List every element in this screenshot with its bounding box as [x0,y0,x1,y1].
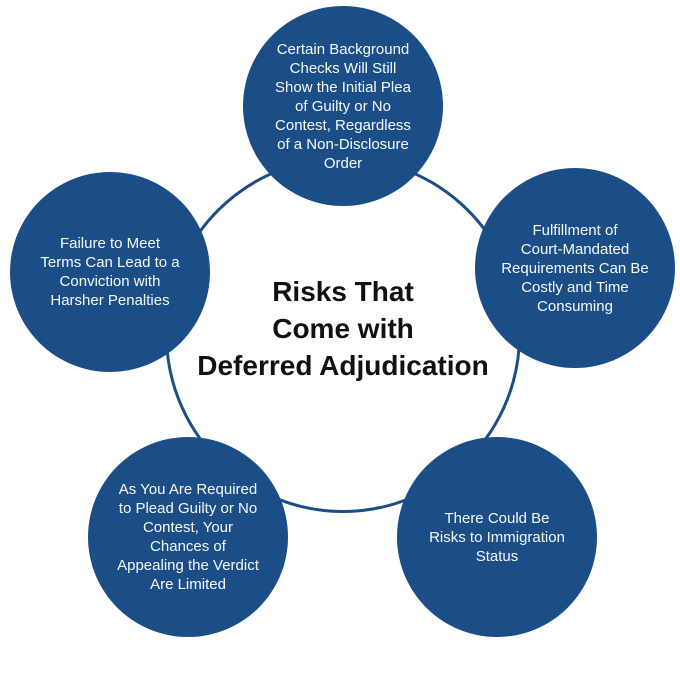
cycle-node-court-mandated-requirements: Fulfillment of Court-Mandated Requiremen… [475,168,675,368]
cycle-node-background-checks: Certain Background Checks Will Still Sho… [243,6,443,206]
cycle-node-immigration-status: There Could Be Risks to Immigration Stat… [397,437,597,637]
diagram-title: Risks That Come with Deferred Adjudicati… [197,276,489,381]
cycle-node-appeal-limited: As You Are Required to Plead Guilty or N… [88,437,288,637]
cycle-node-failure-to-meet-terms: Failure to Meet Terms Can Lead to a Conv… [10,172,210,372]
